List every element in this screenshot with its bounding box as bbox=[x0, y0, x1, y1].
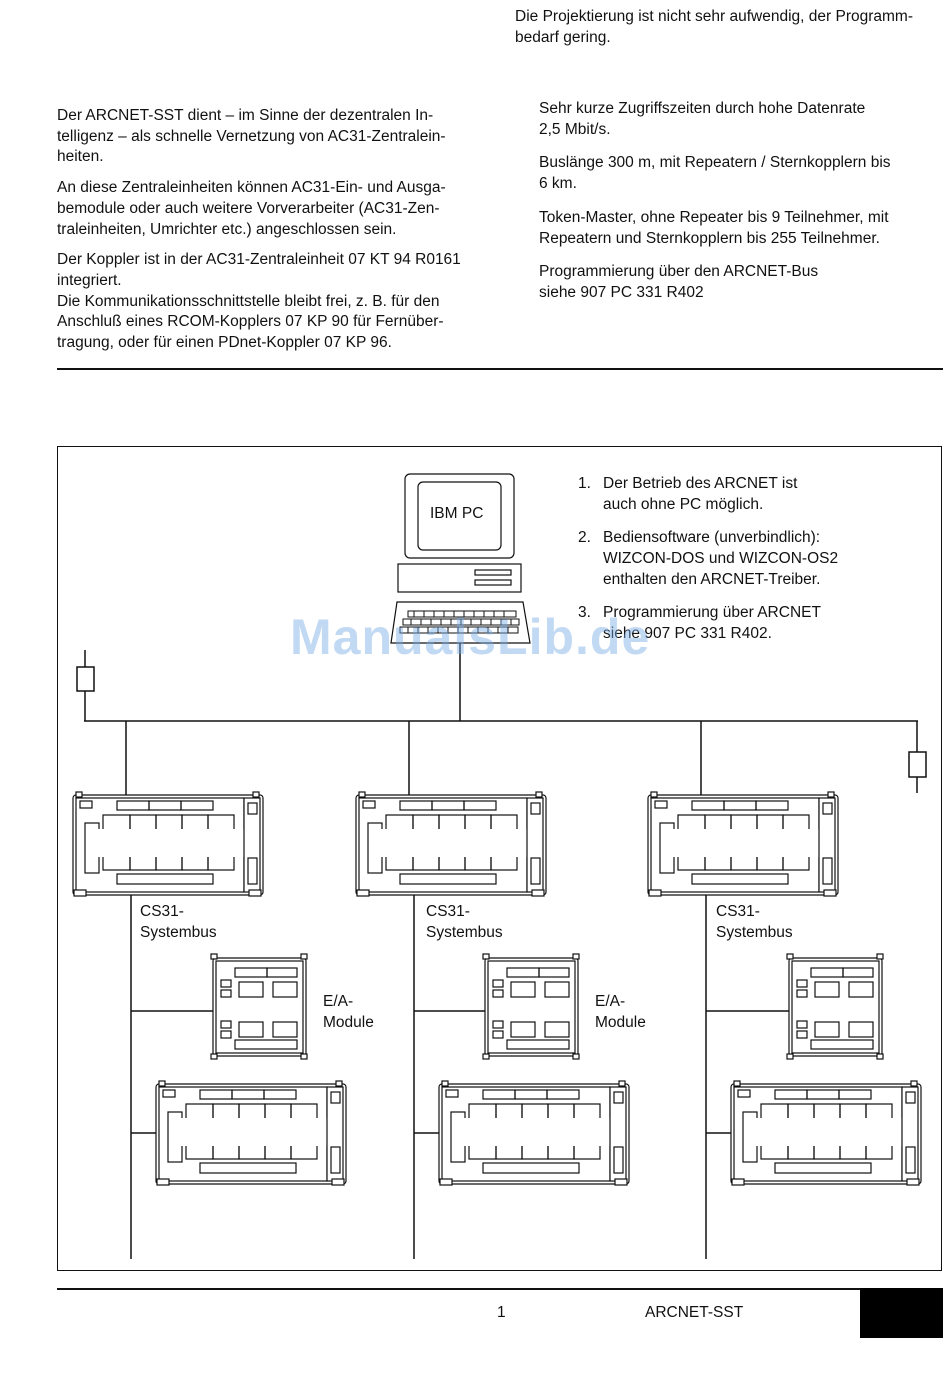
page-number: 1 bbox=[497, 1304, 506, 1321]
text-line: 6 km. bbox=[539, 175, 577, 193]
label-line: CS31- bbox=[426, 903, 470, 920]
label-line: Systembus bbox=[426, 924, 503, 941]
central-unit-icon bbox=[355, 791, 547, 897]
text-line: 2,5 Mbit/s. bbox=[539, 120, 611, 138]
text-line: Der Koppler ist in der AC31-Zentraleinhe… bbox=[57, 251, 461, 269]
right-column: Sehr kurze Zugriffszeiten durch hohe Dat… bbox=[539, 99, 939, 304]
label-line: Systembus bbox=[140, 924, 217, 941]
cs31-bus-lines bbox=[130, 895, 789, 1259]
text-line: traleinheiten, Umrichter etc.) angeschlo… bbox=[57, 220, 397, 238]
note-line: auch ohne PC möglich. bbox=[603, 496, 764, 513]
text-line: Die Projektierung ist nicht sehr aufwend… bbox=[515, 8, 914, 25]
top-right-text: Die Projektierung ist nicht sehr aufwend… bbox=[515, 7, 945, 48]
footer-title: ARCNET-SST bbox=[645, 1304, 744, 1321]
text-line: heiten. bbox=[57, 148, 104, 166]
text-line: Anschluß eines RCOM-Kopplers 07 KP 90 fü… bbox=[57, 313, 444, 331]
label-line: Module bbox=[595, 1014, 646, 1031]
text-line: bedarf gering. bbox=[515, 28, 611, 46]
paragraph: Der Koppler ist in der AC31-Zentraleinhe… bbox=[57, 250, 485, 354]
note-2: 2. Bediensoftware (unverbindlich): WIZCO… bbox=[578, 527, 898, 590]
note-number: 2. bbox=[578, 529, 591, 546]
text-line: Buslänge 300 m, mit Repeatern / Sternkop… bbox=[539, 154, 891, 172]
ibm-pc-icon bbox=[390, 473, 531, 644]
text-line: siehe 907 PC 331 R402 bbox=[539, 283, 704, 301]
note-line: enthalten den ARCNET-Treiber. bbox=[603, 571, 821, 588]
note-number: 1. bbox=[578, 475, 591, 492]
central-unit-icon bbox=[72, 791, 264, 897]
paragraph: An diese Zentraleinheiten können AC31-Ei… bbox=[57, 178, 485, 240]
text-line: bemodule oder auch weitere Vorverarbeite… bbox=[57, 199, 440, 217]
watermark: ManualsLib.de bbox=[290, 609, 651, 665]
label-line: E/A- bbox=[323, 993, 354, 1010]
terminator-left-icon bbox=[76, 666, 95, 692]
chapter-tab bbox=[860, 1288, 943, 1338]
text-line: Token-Master, ohne Repeater bis 9 Teilne… bbox=[539, 208, 889, 226]
note-3: 3. Programmierung über ARCNET siehe 907 … bbox=[578, 602, 898, 644]
label-line: E/A- bbox=[595, 993, 626, 1010]
text-line: Der ARCNET-SST dient – im Sinne der deze… bbox=[57, 107, 434, 124]
cs31-label: CS31- Systembus bbox=[140, 901, 217, 943]
io-label: E/A- Module bbox=[323, 991, 374, 1033]
central-unit-icon bbox=[647, 791, 839, 897]
text-line: An diese Zentraleinheiten können AC31-Ei… bbox=[57, 179, 446, 197]
cs31-label: CS31- Systembus bbox=[426, 901, 503, 943]
text-line: tragung, oder für einen PDnet-Koppler 07… bbox=[57, 334, 392, 352]
left-column: Der ARCNET-SST dient – im Sinne der deze… bbox=[57, 106, 485, 354]
io-module-icon bbox=[786, 953, 884, 1060]
sub-processor-icon bbox=[730, 1080, 922, 1186]
sub-processor-icon bbox=[155, 1080, 347, 1186]
paragraph: Programmierung über den ARCNET-Bus siehe… bbox=[539, 262, 939, 303]
footer-divider bbox=[57, 1288, 860, 1290]
terminator-right-icon bbox=[908, 751, 927, 778]
note-line: WIZCON-DOS und WIZCON-OS2 bbox=[603, 550, 839, 567]
note-line: Der Betrieb des ARCNET ist bbox=[603, 475, 798, 492]
label-line: CS31- bbox=[716, 903, 760, 920]
text-line: Die Kommunikationsschnittstelle bleibt f… bbox=[57, 292, 440, 310]
io-label: E/A- Module bbox=[595, 991, 646, 1033]
io-module-icon bbox=[210, 953, 308, 1060]
diagram-drawing bbox=[72, 473, 927, 1259]
note-line: siehe 907 PC 331 R402. bbox=[603, 625, 772, 642]
section-divider bbox=[57, 368, 943, 370]
note-line: Programmierung über ARCNET bbox=[603, 604, 821, 621]
paragraph: Der ARCNET-SST dient – im Sinne der deze… bbox=[57, 106, 485, 168]
text-line: Repeatern und Sternkopplern bis 255 Teil… bbox=[539, 229, 880, 247]
paragraph: Sehr kurze Zugriffszeiten durch hohe Dat… bbox=[539, 99, 939, 140]
note-number: 3. bbox=[578, 604, 591, 621]
label-line: Systembus bbox=[716, 924, 793, 941]
label-line: Module bbox=[323, 1014, 374, 1031]
text-line: telligenz – als schnelle Vernetzung von … bbox=[57, 127, 446, 145]
cs31-label: CS31- Systembus bbox=[716, 901, 793, 943]
paragraph: Token-Master, ohne Repeater bis 9 Teilne… bbox=[539, 208, 939, 249]
label-line: CS31- bbox=[140, 903, 184, 920]
note-1: 1. Der Betrieb des ARCNET ist auch ohne … bbox=[578, 473, 898, 515]
arcnet-network-diagram: IBM PC 1. Der Betrieb des ARCNET ist auc… bbox=[57, 446, 942, 1271]
text-line: Programmierung über den ARCNET-Bus bbox=[539, 263, 819, 281]
sub-processor-icon bbox=[438, 1080, 630, 1186]
arcnet-bus-lines bbox=[84, 643, 918, 795]
io-module-icon bbox=[482, 953, 580, 1060]
text-line: integriert. bbox=[57, 271, 122, 289]
note-line: Bediensoftware (unverbindlich): bbox=[603, 529, 821, 546]
text-line: Sehr kurze Zugriffszeiten durch hohe Dat… bbox=[539, 100, 866, 117]
paragraph: Buslänge 300 m, mit Repeatern / Sternkop… bbox=[539, 153, 939, 194]
pc-label: IBM PC bbox=[430, 505, 484, 522]
